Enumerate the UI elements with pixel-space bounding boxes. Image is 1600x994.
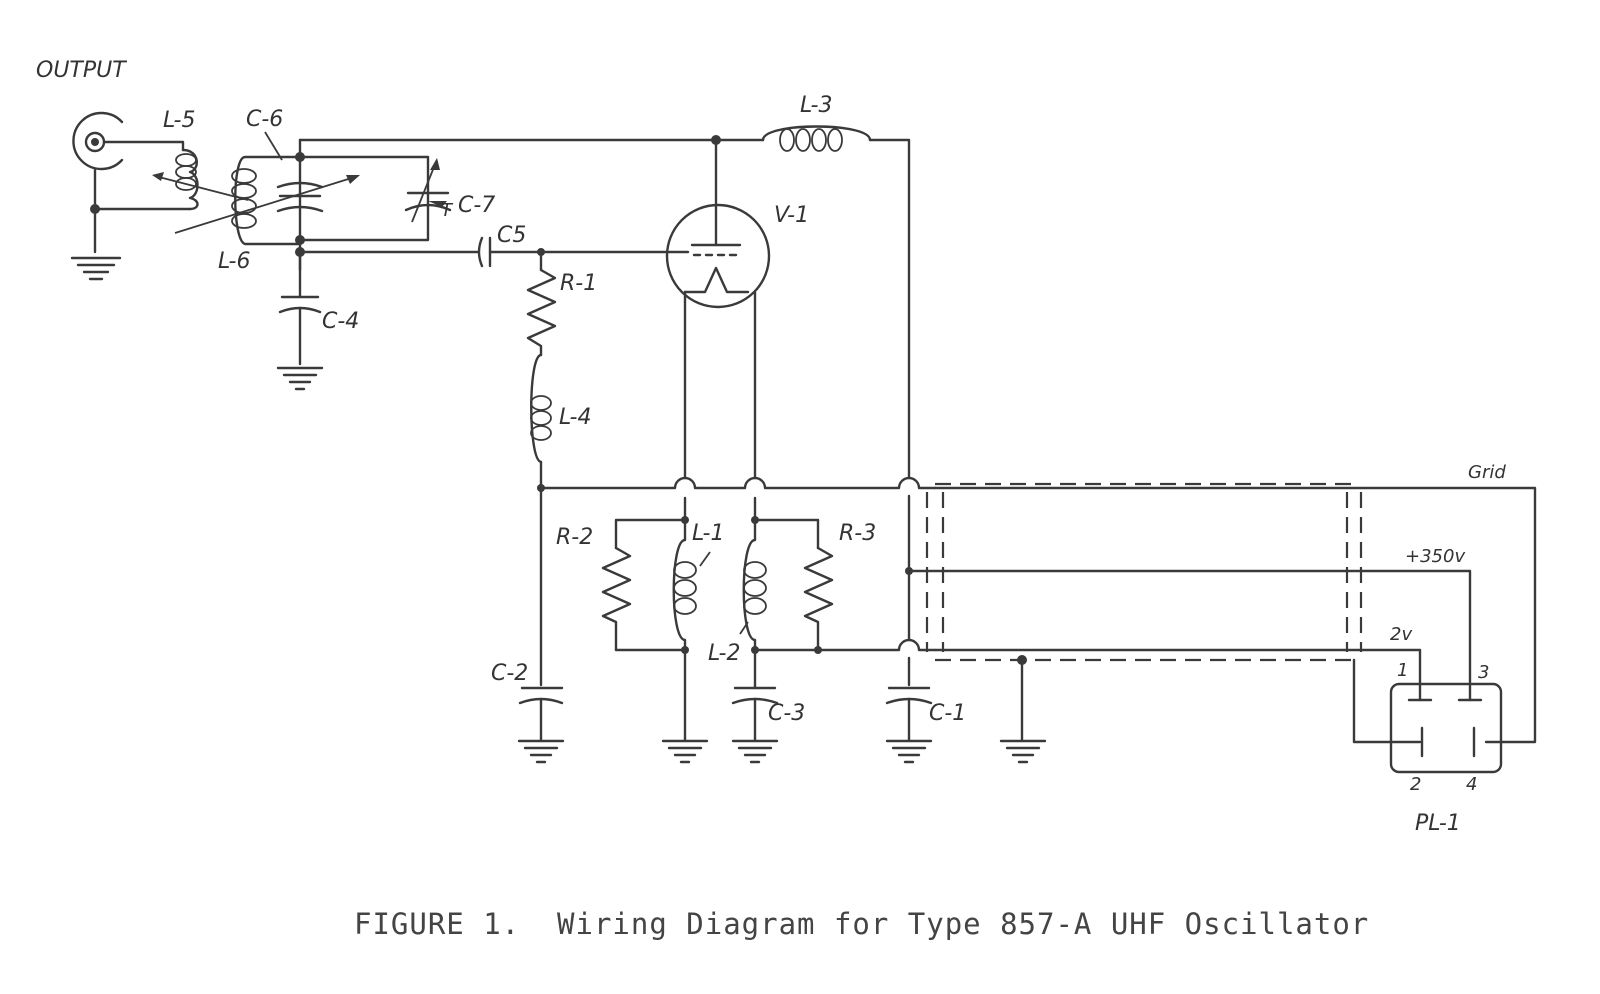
inductor-l3-icon: [761, 125, 872, 152]
grid-label: Grid: [1468, 462, 1506, 483]
c4-label: C-4: [322, 309, 359, 334]
l3-label: L-3: [800, 93, 832, 118]
r1-label: R-1: [560, 271, 597, 296]
plug-pl1-icon: [1389, 682, 1503, 774]
ground-icon: [999, 739, 1047, 764]
ground-icon: [661, 739, 709, 764]
output-connector-icon: [72, 111, 124, 171]
ground-icon: [517, 739, 565, 764]
inductor-l5-icon: [175, 148, 199, 211]
inductor-l4-icon: [530, 353, 552, 464]
ground-icon: [70, 256, 122, 281]
v2-label: 2v: [1390, 624, 1412, 645]
resistor-r1-icon: [526, 268, 557, 357]
r3-label: R-3: [839, 521, 876, 546]
r2-label: R-2: [556, 525, 593, 550]
resistor-r3-icon: [803, 546, 834, 652]
l2-label: L-2: [708, 641, 740, 666]
plus350-label: +350v: [1405, 546, 1465, 567]
c2-label: C-2: [491, 661, 528, 686]
ground-icon: [731, 739, 779, 764]
pl1-label: PL-1: [1415, 811, 1461, 836]
l1-label: L-1: [692, 521, 724, 546]
c7-label: C-7: [458, 193, 495, 218]
pin1-label: 1: [1397, 660, 1408, 681]
capacitor-c7-icon: [404, 158, 452, 223]
resistor-r2-icon: [601, 546, 632, 652]
c6-label: C-6: [246, 107, 283, 132]
vacuum-tube-v1-icon: [665, 203, 771, 309]
output-label: OUTPUT: [36, 58, 127, 83]
pin2-label: 2: [1410, 774, 1421, 795]
c7-trim-label: T: [441, 200, 454, 221]
inductor-l2-icon: [742, 518, 767, 652]
c3-label: C-3: [768, 701, 805, 726]
ground-icon: [885, 739, 933, 764]
l5-label: L-5: [163, 108, 195, 133]
l4-label: L-4: [559, 405, 591, 430]
c5-label: C5: [497, 223, 526, 248]
ground-icon: [276, 366, 324, 391]
v1-label: V-1: [774, 203, 809, 228]
figure-caption: FIGURE 1. Wiring Diagram for Type 857-A …: [354, 907, 1369, 941]
c1-label: C-1: [929, 701, 966, 726]
l6-label: L-6: [218, 249, 250, 274]
inductor-l6-icon: [231, 155, 302, 246]
inductor-l1-icon: [672, 518, 697, 652]
pin3-label: 3: [1478, 662, 1489, 683]
pin4-label: 4: [1466, 774, 1477, 795]
capacitor-c5-icon: [477, 236, 492, 268]
